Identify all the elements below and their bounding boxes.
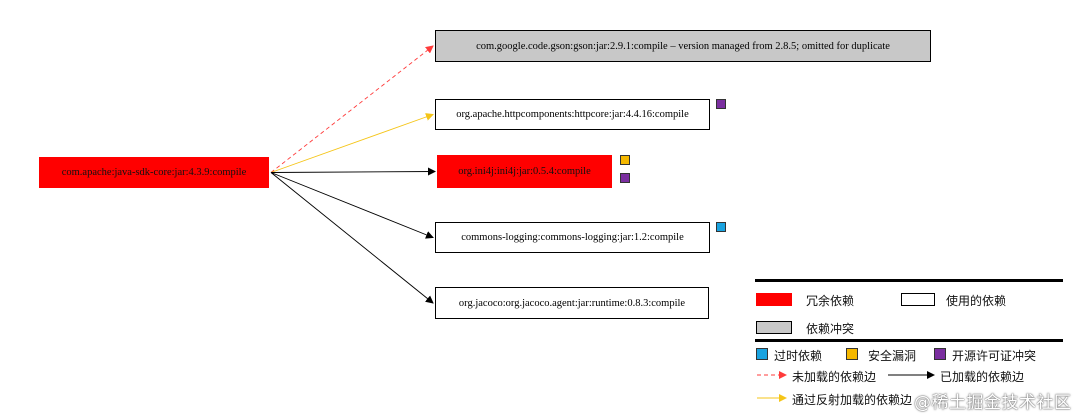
legend-used-label: 使用的依赖 <box>946 294 1007 308</box>
legend-outdated-label: 过时依赖 <box>774 349 823 363</box>
license-conflict-flag <box>620 173 630 183</box>
edge-loaded <box>270 172 434 239</box>
dependency-node-gson[interactable]: com.google.code.gson:gson:jar:2.9.1:comp… <box>435 30 931 62</box>
legend-used-swatch <box>901 293 935 306</box>
legend-unloaded-edge-label: 未加载的依赖边 <box>792 370 877 384</box>
legend-vulnerability-label: 安全漏洞 <box>868 349 917 363</box>
dependency-label: org.apache.httpcomponents:httpcore:jar:4… <box>456 109 689 120</box>
dependency-node-ini4j[interactable]: org.ini4j:ini4j:jar:0.5.4:compile <box>437 155 612 188</box>
dependency-node-httpcore[interactable]: org.apache.httpcomponents:httpcore:jar:4… <box>435 99 710 130</box>
root-dependency-label: com.apache:java-sdk-core:jar:4.3.9:compi… <box>61 167 247 178</box>
legend-reflection-edge-label: 通过反射加载的依赖边 <box>792 393 913 407</box>
legend-outdated-swatch <box>756 348 768 360</box>
dependency-label: com.google.code.gson:gson:jar:2.9.1:comp… <box>476 40 890 52</box>
edge-loaded <box>270 167 436 176</box>
vulnerability-flag <box>620 155 630 165</box>
dependency-label: commons-logging:commons-logging:jar:1.2:… <box>461 232 684 243</box>
legend-license-conflict-label: 开源许可证冲突 <box>952 349 1037 363</box>
legend-redundant-label: 冗余依赖 <box>806 294 855 308</box>
edge-unloaded <box>270 45 434 173</box>
dependency-node-jacoco-agent[interactable]: org.jacoco:org.jacoco.agent:jar:runtime:… <box>435 287 709 319</box>
legend-redundant-swatch <box>756 293 792 306</box>
legend-conflict-label: 依赖冲突 <box>806 322 855 336</box>
legend-license-conflict-swatch <box>934 348 946 360</box>
dependency-label: org.ini4j:ini4j:jar:0.5.4:compile <box>458 166 591 177</box>
legend-loaded-edge-label: 已加载的依赖边 <box>940 370 1025 384</box>
legend-vulnerability-swatch <box>846 348 858 360</box>
legend-conflict-swatch <box>756 321 792 334</box>
legend-top-rule <box>755 279 1063 282</box>
watermark-text: @稀土掘金技术社区 <box>914 393 1072 413</box>
edge-reflection <box>270 113 434 173</box>
edge-loaded <box>270 172 434 304</box>
dependency-label: org.jacoco:org.jacoco.agent:jar:runtime:… <box>458 297 686 309</box>
outdated-flag <box>716 222 726 232</box>
license-conflict-flag <box>716 99 726 109</box>
legend-rule <box>755 339 1063 342</box>
root-dependency-node[interactable]: com.apache:java-sdk-core:jar:4.3.9:compi… <box>39 157 269 188</box>
dependency-node-commons-logging[interactable]: commons-logging:commons-logging:jar:1.2:… <box>435 222 710 253</box>
